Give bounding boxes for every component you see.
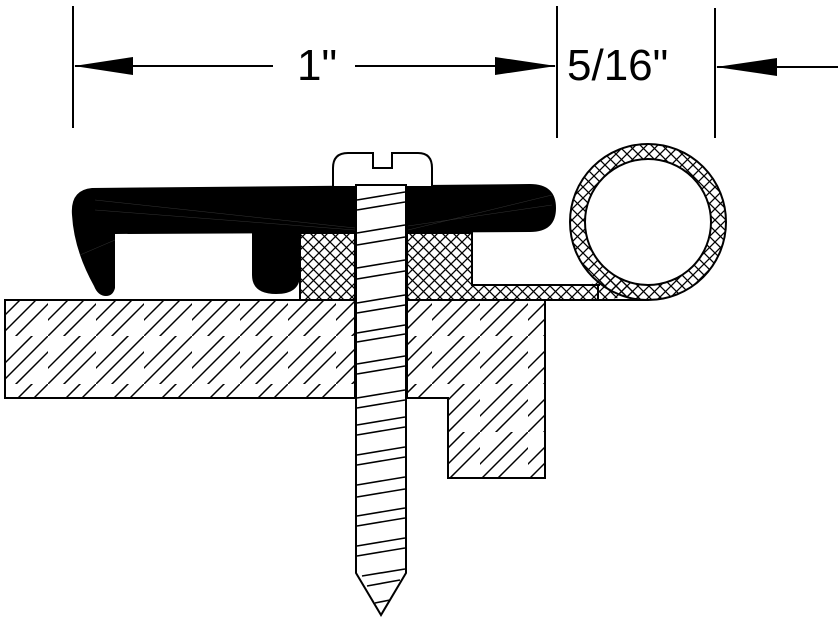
- seal-bulb-inner: [584, 158, 712, 286]
- screw: [332, 152, 433, 617]
- seal-insert: [299, 143, 727, 301]
- dimension-label-5-16in: 5/16": [567, 41, 669, 90]
- arrowhead-left-icon: [74, 57, 133, 75]
- screw-threads: [356, 191, 406, 604]
- arrowhead-inward-icon: [716, 58, 777, 76]
- cap-prong: [252, 232, 300, 294]
- screw-head: [332, 152, 433, 186]
- seal-base-right-block-and-strip: [406, 232, 599, 301]
- substrate-left: [4, 299, 356, 399]
- substrate: [4, 299, 546, 479]
- arrowhead-right-icon: [495, 57, 556, 75]
- seal-base-left-block: [299, 232, 356, 301]
- screw-shank: [355, 184, 407, 617]
- black-cap: [71, 184, 556, 296]
- cap-body: [71, 184, 556, 296]
- substrate-right-step: [406, 299, 546, 479]
- dimension-annotations: [72, 6, 838, 138]
- dimension-label-1in: 1": [293, 44, 342, 88]
